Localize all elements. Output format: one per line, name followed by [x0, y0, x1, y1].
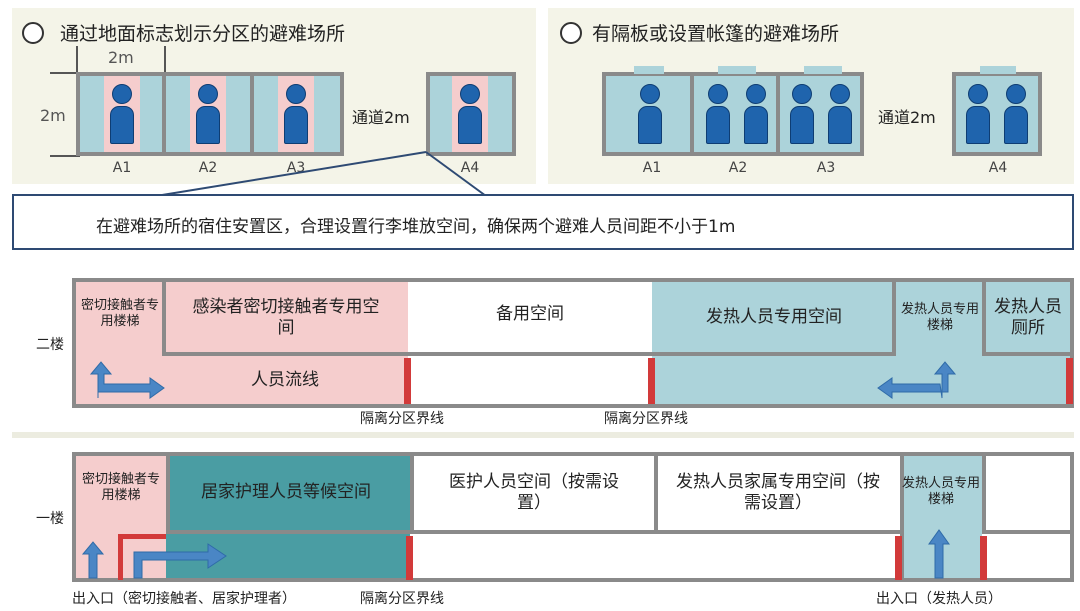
spare-space-label: 备用空间 [496, 304, 564, 325]
flow-label: 人员流线 [251, 370, 319, 391]
dimension-line-bottom [50, 155, 80, 157]
person-icon [828, 84, 852, 146]
callout-lines [155, 151, 487, 197]
tent-top [718, 66, 756, 74]
caregiver-space-label: 居家护理人员等候空间 [201, 482, 371, 503]
unit-label-a2: A2 [728, 160, 748, 176]
fever-space-label: 发热人员专用空间 [706, 307, 842, 328]
family-space-label: 发热人员家属专用空间（按需设置） [676, 471, 880, 513]
isolation-boundary [118, 536, 123, 580]
isolation-boundary [980, 536, 987, 580]
person-icon [284, 84, 308, 146]
fever-space [652, 282, 896, 356]
medical-staff-space [410, 456, 654, 534]
dimension-line-width-right [164, 46, 166, 72]
boundary-label-floor1: 隔离分区界线 [360, 591, 444, 607]
empty-room [982, 456, 1070, 534]
isolation-boundary [1066, 358, 1073, 404]
passage-label-left: 通道2m [352, 108, 410, 127]
panel-title-partition-tent: 有隔板或设置帐篷的避难场所 [592, 23, 840, 45]
person-icon [744, 84, 768, 146]
unit-label-a4: A4 [460, 160, 480, 176]
person-icon [966, 84, 990, 146]
isolation-boundary [406, 536, 413, 580]
divider [776, 76, 780, 152]
family-space [654, 456, 900, 534]
dimension-width-label: 2m [108, 48, 134, 67]
entrance-label-right: 出入口（发热人员） [876, 591, 1002, 607]
tent-top [634, 66, 664, 74]
contact-stairs-label-floor1: 密切接触者专用楼梯 [81, 471, 160, 503]
isolation-boundary [895, 536, 902, 580]
unit-label-a4: A4 [988, 160, 1008, 176]
passage-label-right: 通道2m [878, 108, 936, 127]
floor1-label: 一楼 [36, 511, 64, 527]
divider [162, 76, 166, 152]
person-icon [196, 84, 220, 146]
person-icon [458, 84, 482, 146]
isolation-boundary [404, 358, 411, 404]
entrance-label-left: 出入口（密切接触者、居家护理者） [72, 591, 296, 607]
unit-label-a1: A1 [642, 160, 662, 176]
divider [250, 76, 254, 152]
infected-contact-space [162, 282, 408, 356]
unit-label-a2: A2 [198, 160, 218, 176]
unit-label-a3: A3 [816, 160, 836, 176]
unit-label-a1: A1 [112, 160, 132, 176]
boundary-label-floor2-2: 隔离分区界线 [604, 411, 688, 427]
person-icon [1004, 84, 1028, 146]
panel-title-floor-marking: 通过地面标志划示分区的避难场所 [60, 23, 346, 45]
floor-separator [12, 432, 1074, 438]
fever-toilet [982, 282, 1070, 356]
circle-bullet-icon [22, 22, 44, 44]
divider [690, 76, 694, 152]
tent-top [804, 66, 842, 74]
spare-space [408, 282, 652, 356]
isolation-boundary [118, 534, 166, 539]
caregiver-waiting-space [166, 456, 410, 534]
note-text: 在避难场所的宿住安置区，合理设置行李堆放空间，确保两个避难人员间距不小于1m [96, 217, 736, 237]
person-icon [706, 84, 730, 146]
note-box [12, 194, 1074, 250]
tent-top [980, 66, 1016, 74]
arrow-icon [877, 361, 957, 399]
boundary-label-floor2-1: 隔离分区界线 [360, 411, 444, 427]
person-icon [110, 84, 134, 146]
dimension-height-label: 2m [40, 106, 66, 125]
arrow-icon [81, 541, 105, 579]
isolation-boundary [648, 358, 655, 404]
infected-contact-space-label: 感染者密切接触者专用空间 [192, 296, 380, 338]
medical-space-label: 医护人员空间（按需设置） [449, 471, 619, 513]
arrow-icon [928, 529, 950, 579]
arrow-icon [133, 543, 227, 579]
circle-bullet-icon [560, 22, 582, 44]
floor2-label: 二楼 [36, 337, 64, 353]
fever-stairs-label-floor1: 发热人员专用楼梯 [902, 475, 981, 507]
person-icon [638, 84, 662, 146]
arrow-icon [89, 361, 165, 399]
fever-stairs-label-floor2: 发热人员专用楼梯 [900, 301, 979, 333]
contact-stairs-label-floor2: 密切接触者专用楼梯 [80, 297, 159, 329]
person-icon [790, 84, 814, 146]
fever-toilet-label: 发热人员厕所 [994, 296, 1062, 338]
